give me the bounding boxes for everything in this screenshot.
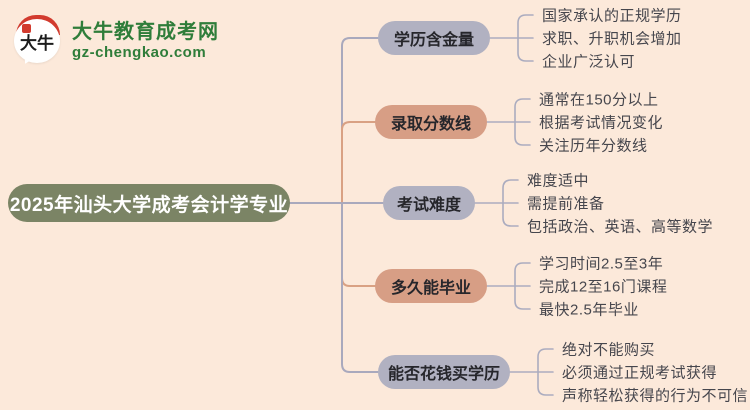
leaf-item: 声称轻松获得的行为不可信 [562,387,749,405]
child-connector-line [514,121,531,146]
logo-domain-url: gz-chengkao.com [72,43,207,61]
child-connector-line [514,262,531,287]
child-connector-line [537,371,554,396]
child-connector-line [502,202,519,227]
logo-badge-text: 大牛 [20,33,54,53]
leaf-item: 绝对不能购买 [562,341,656,359]
branch-connector-line [341,202,379,373]
child-connector-line [514,98,531,123]
child-connector-line [537,348,554,373]
leaf-item: 包括政治、英语、高等数学 [527,218,714,236]
leaf-item: 最快2.5年毕业 [539,301,639,319]
leaf-item: 通常在150分以上 [539,91,659,109]
logo-site-name: 大牛教育成考网 [72,20,219,43]
branch-topic-node: 学历含金量 [378,21,490,55]
leaf-item: 难度适中 [527,172,590,190]
leaf-item: 完成12至16门课程 [539,278,668,296]
branch-topic-node: 多久能毕业 [375,269,487,303]
leaf-item: 必须通过正规考试获得 [562,364,718,382]
logo-red-seal [22,24,31,33]
branch-topic-node: 能否花钱买学历 [378,355,510,389]
daniu-bull-logo-icon: 大牛 [13,15,63,72]
child-connector-line [517,14,534,39]
central-topic-node: 2025年汕头大学成考会计学专业 [8,184,290,222]
leaf-item: 根据考试情况变化 [539,114,664,132]
child-connector-line [502,179,519,204]
leaf-item: 企业广泛认可 [542,53,636,71]
leaf-item: 学习时间2.5至3年 [539,255,664,273]
leaf-item: 关注历年分数线 [539,137,648,155]
logo-speech-bubble: 大牛 [14,19,60,63]
child-connector-line [517,37,534,62]
leaf-item: 国家承认的正规学历 [542,7,682,25]
branch-connector-line [341,202,376,287]
branch-topic-node: 录取分数线 [375,105,487,139]
child-connector-line [514,285,531,310]
branch-connector-line [341,37,379,204]
logo-text-block: 大牛教育成考网 gz-chengkao.com [72,21,219,61]
site-logo: 大牛 大牛教育成考网 gz-chengkao.com [13,15,219,72]
branch-topic-node: 考试难度 [383,186,475,220]
branch-connector-line [341,121,376,204]
leaf-item: 需提前准备 [527,195,605,213]
leaf-item: 求职、升职机会增加 [542,30,682,48]
